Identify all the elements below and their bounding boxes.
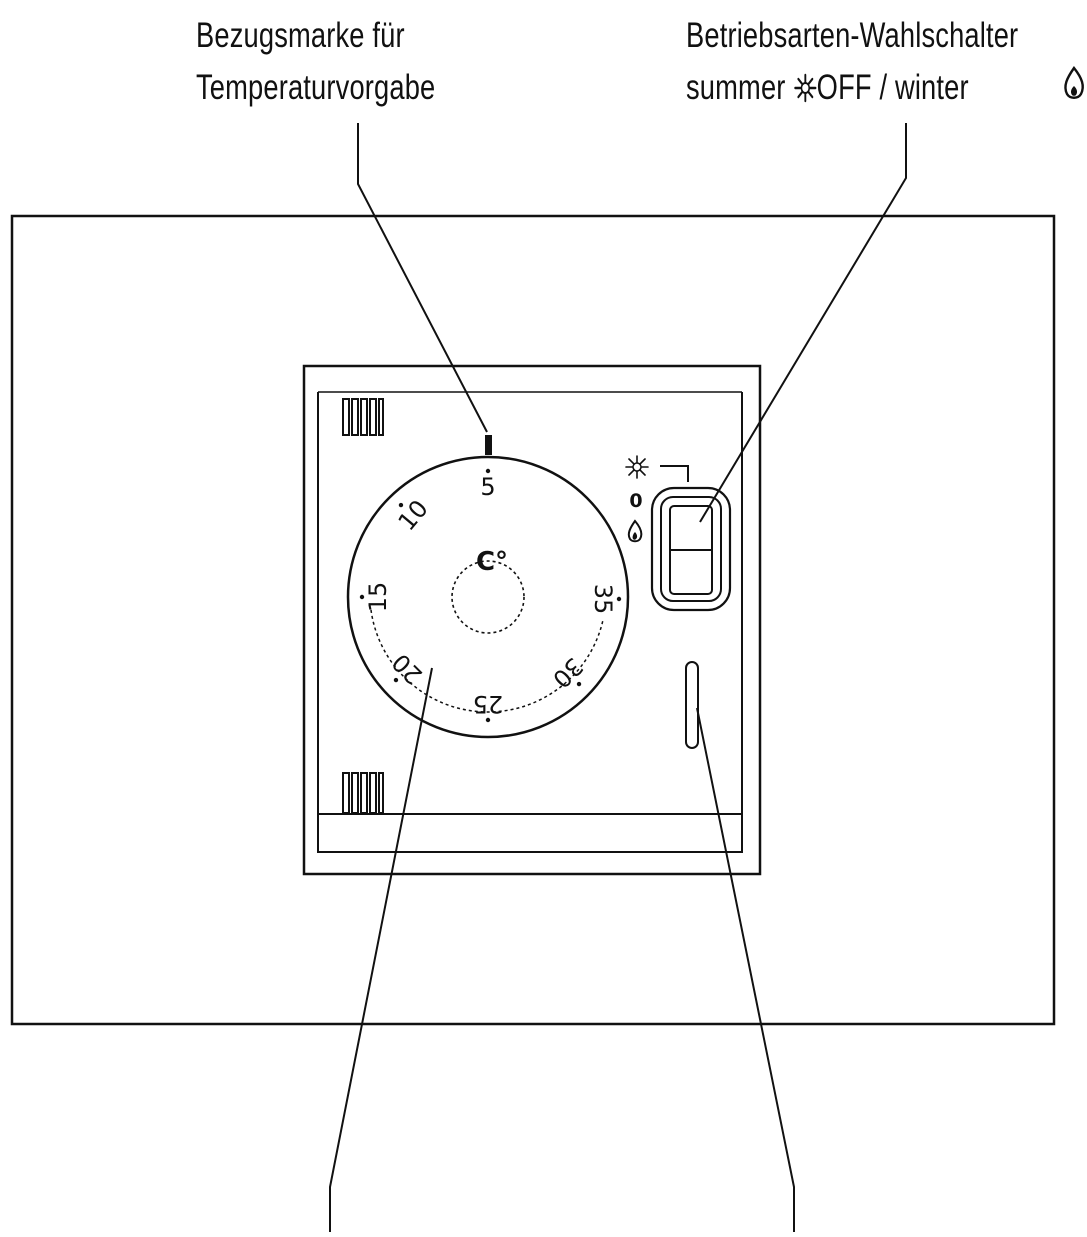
off-position-label: 0 — [629, 490, 642, 512]
mode-selector-leader — [699, 123, 907, 523]
slot-leader — [696, 707, 795, 1232]
control-panel-frame — [302, 364, 762, 876]
reference-mark — [485, 435, 492, 455]
dial-outer-ring — [346, 455, 630, 739]
bottom-grip — [342, 772, 384, 814]
dial-unit-label: C° — [476, 547, 508, 577]
leader-lines — [329, 123, 907, 1232]
dial-leader — [329, 667, 433, 1232]
dial-number-35: 35 — [589, 584, 622, 615]
winter-mode-icon — [627, 519, 643, 543]
dial-value-35: 35 — [589, 584, 617, 615]
dial-center-hub — [451, 560, 525, 634]
top-grip — [342, 398, 384, 436]
mode-switch-bracket — [660, 465, 689, 482]
mode-switch[interactable]: 0 — [625, 455, 732, 612]
mode-summer-text: summer — [686, 68, 794, 107]
dial-number-5: 5 — [480, 468, 496, 501]
dial-value-5: 5 — [480, 473, 495, 501]
reference-mark-label: Bezugsmarke für Temperaturvorgabe — [196, 10, 435, 114]
winter-flame-icon-label — [1064, 65, 1084, 99]
dial-number-25: 25 — [473, 690, 504, 723]
mode-switch-inner-frame — [660, 496, 722, 602]
indicator-slot — [685, 661, 699, 749]
summer-icon — [793, 73, 817, 103]
mode-selector-label-line1: Betriebsarten-Wahlschalter — [686, 16, 1019, 55]
dial-number-15: 15 — [359, 582, 392, 613]
summer-mode-icon — [625, 455, 649, 479]
dial-value-15: 15 — [364, 582, 392, 613]
control-panel-inner-frame — [317, 392, 743, 853]
temperature-dial[interactable]: C° 5 10 15 20 25 30 35 — [346, 455, 630, 739]
reference-mark-label-line1: Bezugsmarke für — [196, 16, 405, 55]
outer-housing — [10, 214, 1056, 1026]
dial-scale-arc — [370, 609, 604, 713]
mode-selector-label: Betriebsarten-Wahlschalter summer OFF / … — [686, 10, 1018, 114]
dial-value-25: 25 — [473, 690, 504, 718]
mode-off-winter-text: OFF / winter — [816, 68, 969, 107]
reference-mark-label-line2: Temperaturvorgabe — [196, 68, 436, 107]
mode-selector-label-line2: summer OFF / winter — [686, 62, 1018, 114]
mode-switch-outer-frame — [650, 486, 732, 612]
reference-mark-leader — [357, 123, 488, 433]
